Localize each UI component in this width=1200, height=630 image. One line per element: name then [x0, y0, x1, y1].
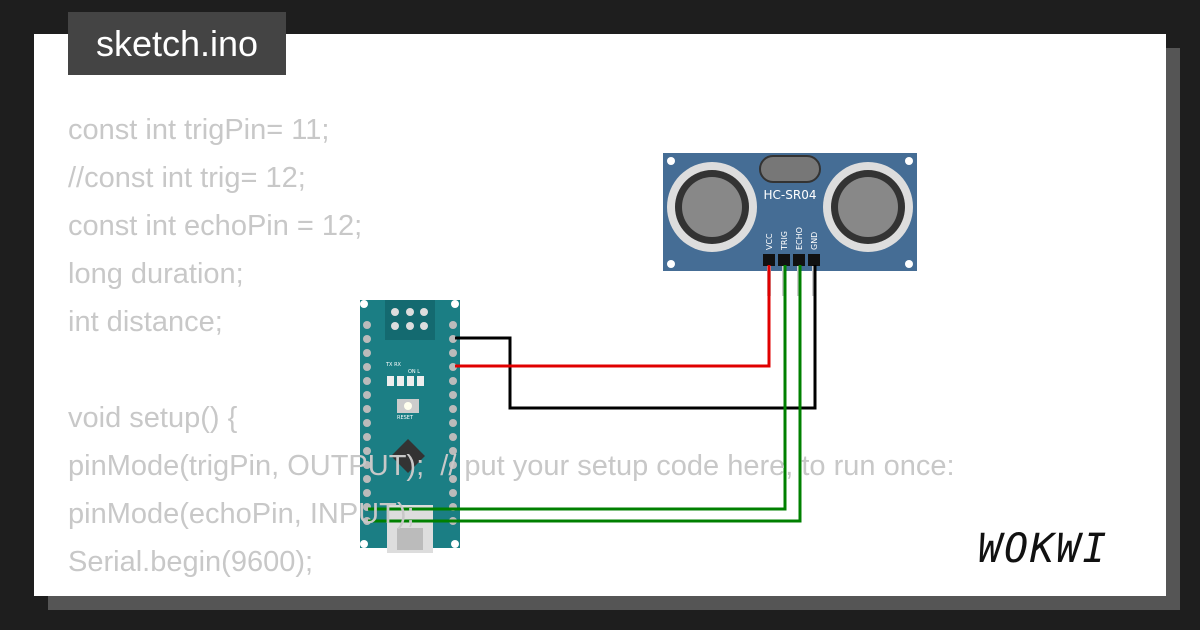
sensor-pin-label: TRIG [780, 231, 789, 251]
pin[interactable] [363, 517, 371, 525]
pin[interactable] [363, 349, 371, 357]
wire-trig[interactable] [368, 265, 787, 511]
wire-echo[interactable] [368, 265, 802, 523]
chip [391, 439, 425, 473]
pin[interactable] [449, 349, 457, 357]
pin[interactable] [363, 391, 371, 399]
pin[interactable] [449, 433, 457, 441]
pin[interactable] [363, 321, 371, 329]
wokwi-logo: WOKWI [978, 526, 1109, 572]
sensor-pin[interactable] [763, 254, 775, 266]
pin[interactable] [449, 377, 457, 385]
sensor-pin[interactable] [793, 254, 805, 266]
pin[interactable] [449, 461, 457, 469]
pin[interactable] [363, 475, 371, 483]
sensor-pin-label: ECHO [795, 227, 804, 250]
wire-gnd[interactable] [455, 265, 817, 410]
file-tab[interactable]: sketch.ino [68, 12, 286, 75]
sensor-label: HC-SR04 [764, 188, 817, 202]
pin[interactable] [449, 475, 457, 483]
preview-card [34, 34, 1166, 596]
pin[interactable] [363, 335, 371, 343]
pin[interactable] [363, 447, 371, 455]
on-l-label: ON L [408, 369, 420, 375]
wire-vcc[interactable] [455, 265, 771, 368]
pin[interactable] [449, 489, 457, 497]
pin[interactable] [363, 489, 371, 497]
pin[interactable] [363, 433, 371, 441]
pin[interactable] [363, 377, 371, 385]
tx-rx-label: TX RX [385, 362, 402, 368]
pin[interactable] [449, 419, 457, 427]
sensor-pin-label: VCC [765, 233, 774, 250]
reset-label: RESET [397, 415, 414, 421]
pin[interactable] [363, 363, 371, 371]
sensor-pin[interactable] [778, 254, 790, 266]
pin[interactable] [449, 321, 457, 329]
pin[interactable] [449, 447, 457, 455]
sensor-pin-label: GND [810, 232, 819, 250]
pin[interactable] [363, 419, 371, 427]
sensor-pin[interactable] [808, 254, 820, 266]
pin[interactable] [363, 405, 371, 413]
hc-sr04-sensor[interactable]: HC-SR04 VCC TRIG ECHO GND [663, 153, 917, 296]
pin[interactable] [449, 391, 457, 399]
pin[interactable] [363, 461, 371, 469]
arduino-nano[interactable]: TX RX ON L RESET [360, 300, 460, 553]
pin[interactable] [449, 405, 457, 413]
